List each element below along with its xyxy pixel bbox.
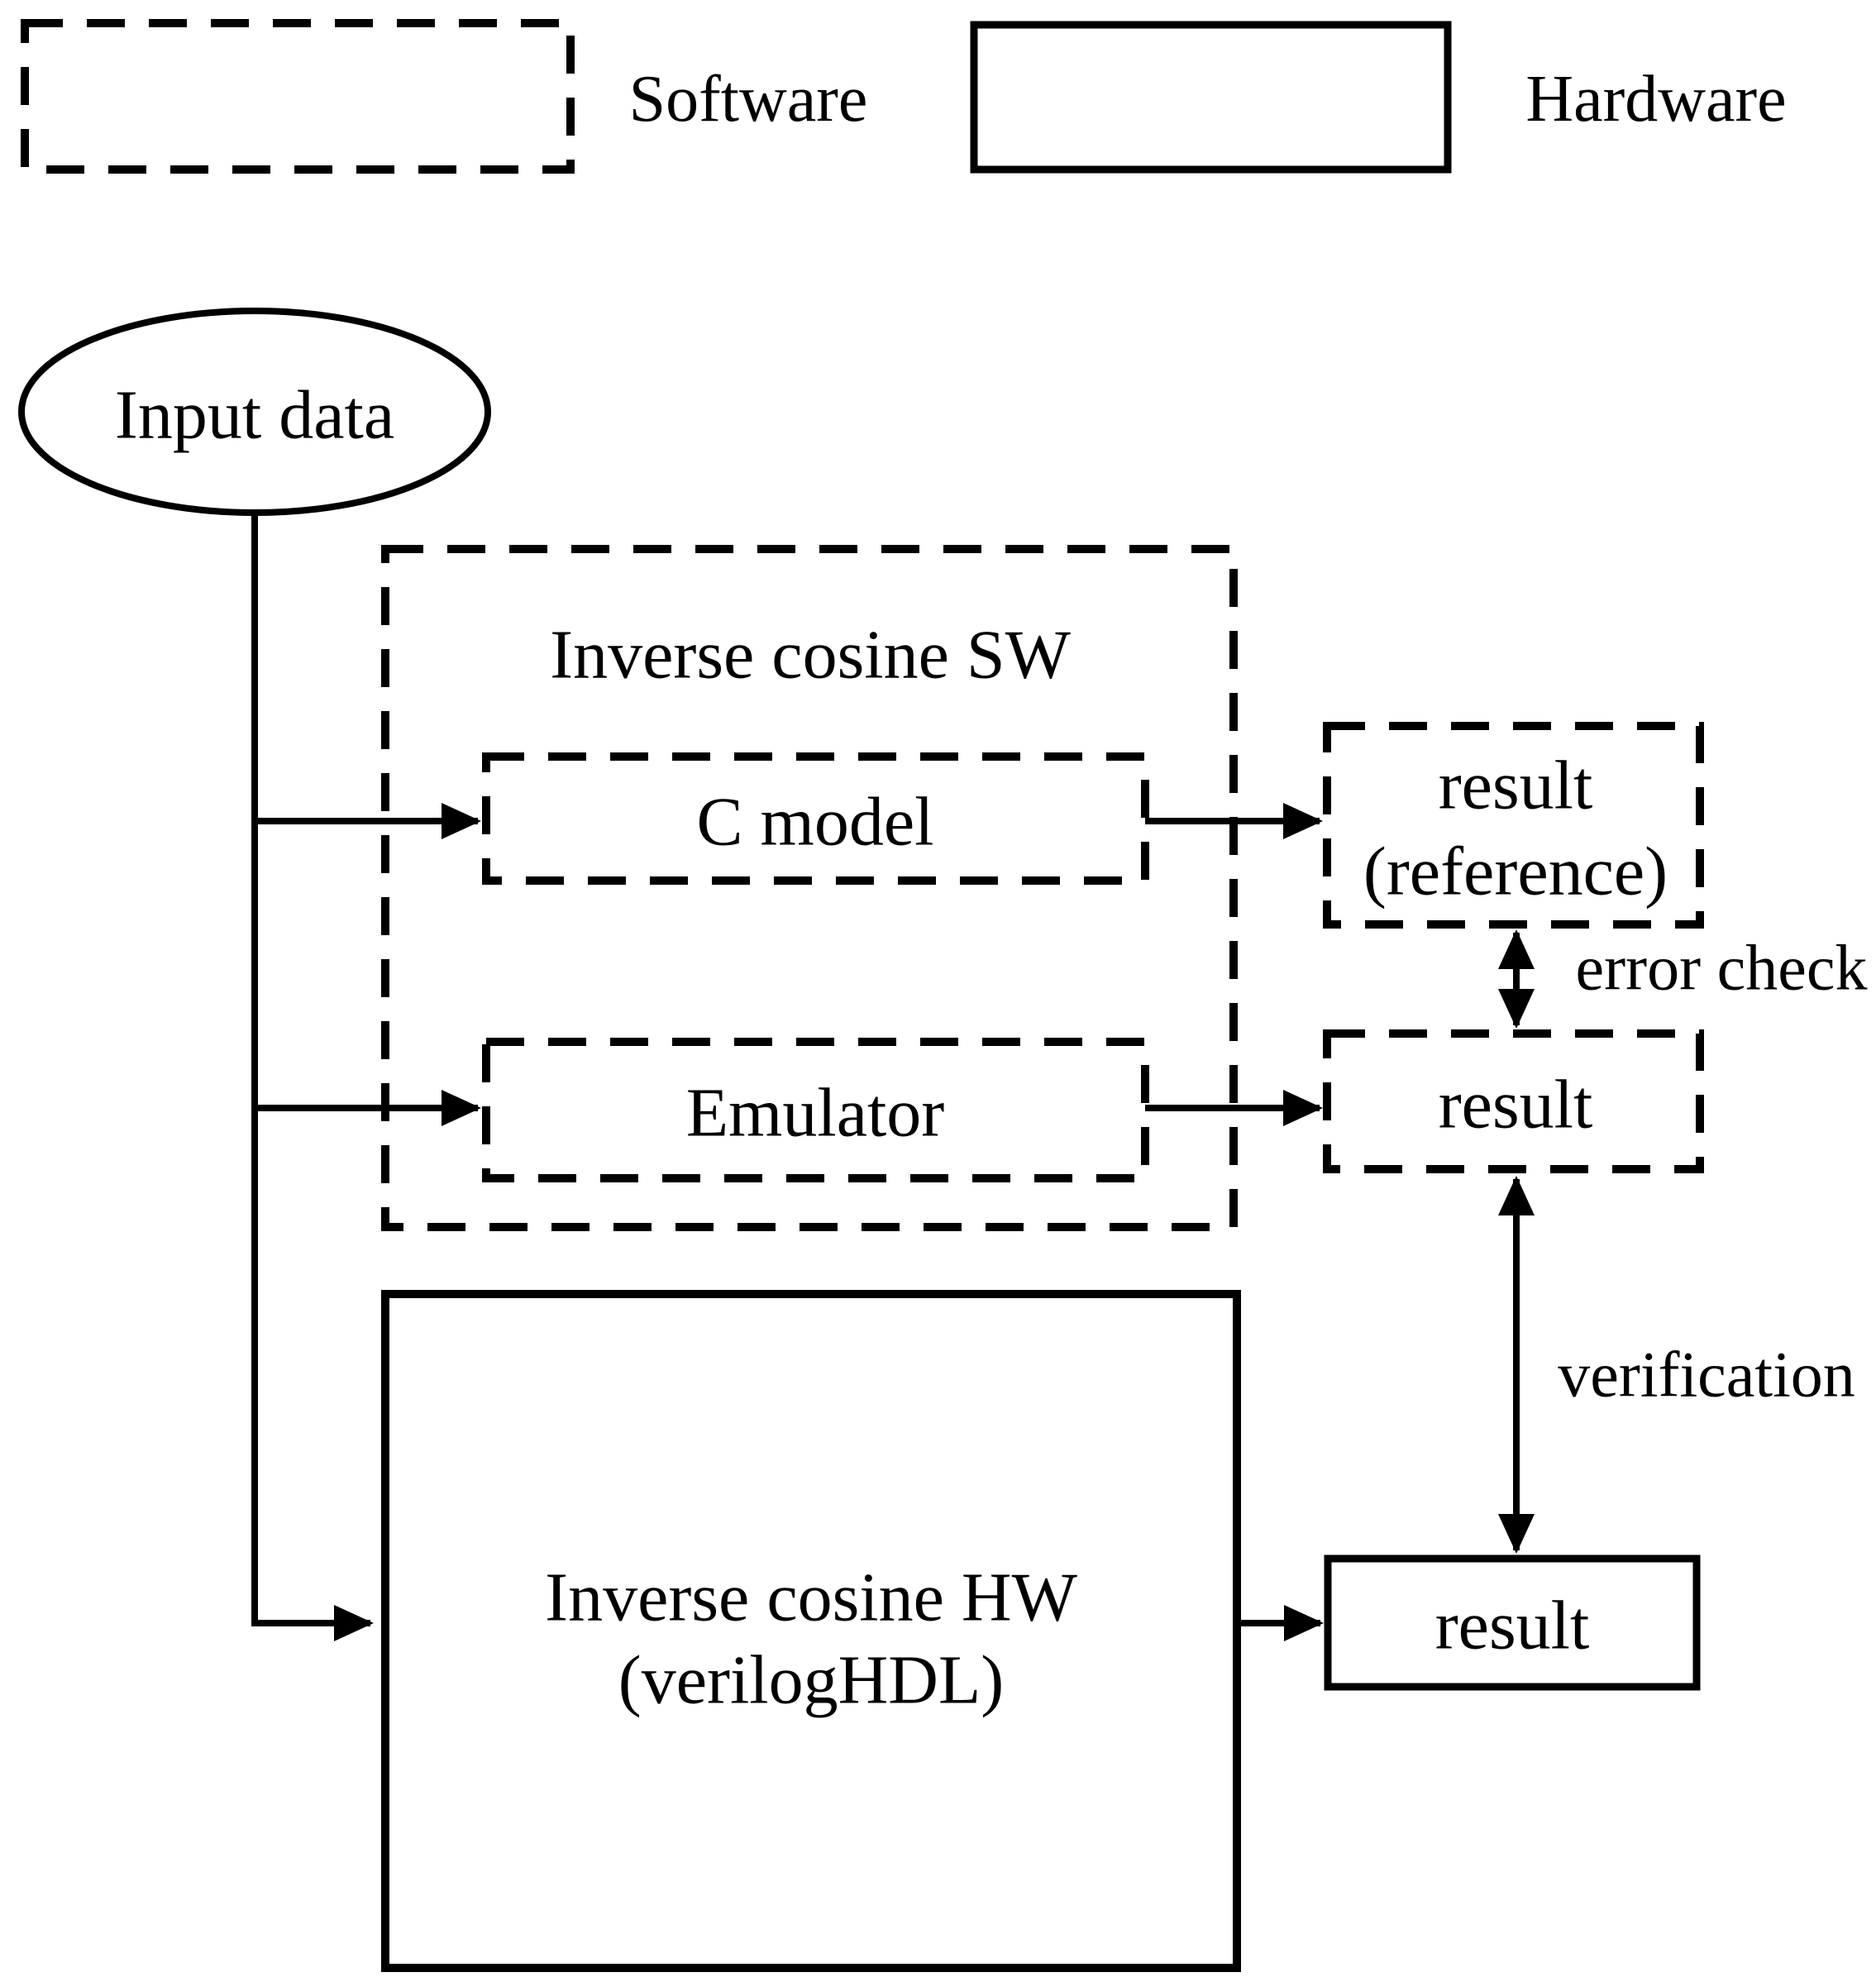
result-emulator-label: result <box>1439 1067 1593 1144</box>
inverse-cosine-hw-node <box>381 1290 1241 1972</box>
c-model-label: C model <box>697 784 934 861</box>
edge-input-to-hw <box>251 511 374 1641</box>
inverse-cosine-sw-container <box>381 545 1238 1231</box>
c-model-node <box>482 752 1149 885</box>
error-check-label: error check <box>1576 932 1868 1004</box>
result-reference-node <box>1323 722 1704 929</box>
inverse-cosine-hw-label-line2: (verilogHDL) <box>618 1642 1005 1719</box>
inverse-cosine-sw-label: Inverse cosine SW <box>550 617 1072 694</box>
legend-hardware-label: Hardware <box>1525 63 1786 136</box>
inverse-cosine-hw-label-line1: Inverse cosine HW <box>545 1559 1077 1636</box>
emulator-label: Emulator <box>686 1075 945 1152</box>
legend-software-label: Software <box>629 63 868 136</box>
result-hw-label: result <box>1435 1588 1590 1664</box>
result-hw-node <box>1324 1554 1701 1691</box>
verification-label: verification <box>1558 1339 1855 1411</box>
result-reference-label-line1: result <box>1439 747 1593 824</box>
legend-software-swatch <box>21 19 575 174</box>
emulator-node <box>482 1038 1149 1182</box>
input-data-label: Input data <box>115 377 394 454</box>
result-reference-label-line2: (reference) <box>1363 833 1668 910</box>
legend-hardware-swatch <box>970 21 1452 174</box>
result-emulator-node <box>1323 1029 1704 1173</box>
